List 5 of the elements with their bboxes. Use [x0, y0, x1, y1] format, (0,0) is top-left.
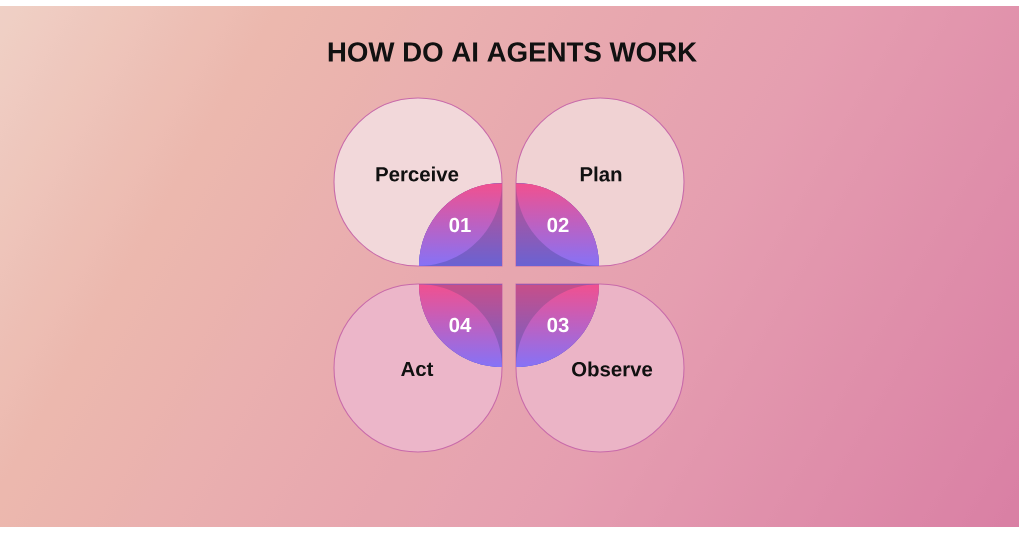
- step-number: 02: [547, 217, 569, 233]
- step-number: 03: [547, 317, 569, 333]
- title: HOW DO AI AGENTS WORK: [328, 42, 697, 62]
- step-number: 04: [449, 317, 472, 333]
- step-number: 01: [449, 217, 471, 233]
